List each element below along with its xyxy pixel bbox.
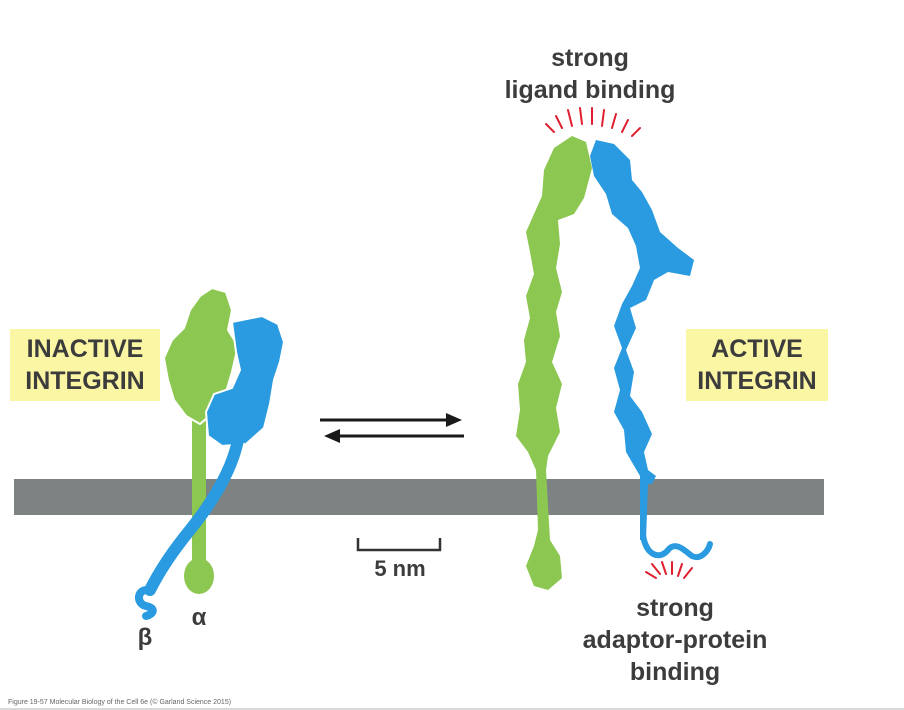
inactive-label-line-1: INACTIVE xyxy=(26,335,144,363)
adaptor-label-line-3: binding xyxy=(629,658,721,686)
scale-bar-label: 5 nm xyxy=(374,556,426,581)
adaptor-binding-rays xyxy=(645,561,693,579)
active-integrin-label: ACTIVE INTEGRIN xyxy=(686,329,828,401)
figure-caption: Figure 19-57 Molecular Biology of the Ce… xyxy=(8,699,232,706)
ligand-label-line-1: strong xyxy=(551,44,629,72)
active-alpha-subunit xyxy=(516,136,592,590)
adaptor-label-line-1: strong xyxy=(636,594,714,622)
alpha-label: α xyxy=(191,604,207,631)
adaptor-binding-label: strong adaptor-protein binding xyxy=(550,592,800,688)
inactive-alpha-tail xyxy=(184,558,214,594)
inactive-beta-stalk xyxy=(144,434,244,596)
active-beta-subunit xyxy=(590,140,694,540)
adaptor-label-line-2: adaptor-protein xyxy=(582,626,768,654)
active-label-line-1: ACTIVE xyxy=(711,335,803,363)
ligand-binding-rays xyxy=(545,107,641,137)
inactive-beta-tail xyxy=(135,585,157,620)
ligand-binding-label: strong ligand binding xyxy=(470,42,710,106)
active-beta-tail xyxy=(640,532,713,560)
active-label-line-2: INTEGRIN xyxy=(697,367,817,395)
inactive-integrin-label: INACTIVE INTEGRIN xyxy=(10,329,160,401)
footer-divider xyxy=(0,708,904,710)
cell-membrane xyxy=(14,479,824,515)
beta-label: β xyxy=(137,624,153,651)
inactive-alpha-head xyxy=(162,286,240,426)
active-integrin xyxy=(516,107,713,590)
ligand-label-line-2: ligand binding xyxy=(504,76,676,104)
inactive-alpha-stalk xyxy=(192,400,206,570)
equilibrium-arrows xyxy=(320,413,464,443)
inactive-beta-head xyxy=(204,314,286,448)
inactive-label-line-2: INTEGRIN xyxy=(25,367,145,395)
scale-bar xyxy=(356,538,442,552)
inactive-integrin xyxy=(135,286,286,620)
